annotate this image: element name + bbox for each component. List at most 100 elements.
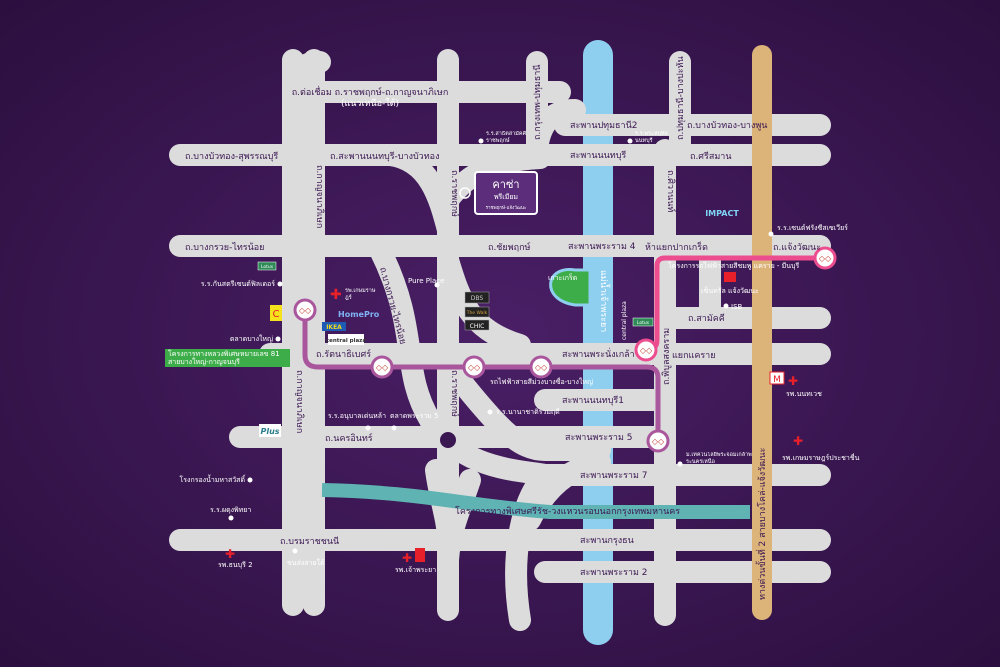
project-marker[interactable]: คาซ่า พรีเมียม ราชพฤกษ์-แจ้งวัฒนะ bbox=[459, 171, 538, 215]
poi-label: รพ.เกษมราษฎร์ bbox=[345, 288, 376, 301]
poi-label: ร.ร.กันสตรีเซนต์ฟิลเดอร์ bbox=[201, 280, 275, 288]
lotus-logo bbox=[257, 261, 277, 271]
river-label: แม่น้ำเจ้าพระยา bbox=[598, 270, 611, 332]
route-label: สายบางใหญ่-กาญจนบุรี bbox=[168, 357, 240, 366]
plus-logo: Plus bbox=[260, 427, 279, 436]
route-labels: โครงการทางหลวงพิเศษหมายเลข 81 สายบางใหญ่… bbox=[168, 261, 799, 517]
road-label: แยกแคราย bbox=[672, 351, 716, 361]
road-label: สะพานนนทบุรี bbox=[570, 150, 626, 161]
road-label: สะพานพระราม 4 bbox=[568, 242, 636, 252]
svg-text:◇◇: ◇◇ bbox=[299, 306, 312, 315]
road-label: สะพานพระราม 5 bbox=[565, 433, 632, 443]
road-label: ถ.ราชพฤกษ์ bbox=[449, 170, 461, 217]
station-icon: ◇◇ bbox=[634, 338, 658, 362]
route-label: รถไฟฟ้าสายสีม่วงบางซื่อ-บางใหญ่ bbox=[490, 377, 593, 386]
road-label: ถ.สามัคคี bbox=[688, 313, 725, 324]
ikea-logo: IKEA bbox=[326, 324, 342, 331]
station-icon: ◇◇ bbox=[462, 355, 486, 379]
station-icon: ◇◇ bbox=[646, 429, 670, 453]
road-label: ถ.บางบัวทอง-สุพรรณบุรี bbox=[185, 151, 278, 162]
makro-icon: M bbox=[773, 375, 781, 385]
points-of-interest: ร.ร.สาธิตสามัคคี ราชพฤกษ์ ร.ร.พระหฤทัย น… bbox=[180, 131, 860, 574]
road-label: ถ.บรมราชชนนี bbox=[280, 536, 339, 547]
road-label: ถ.แจ้งวัฒนะ bbox=[773, 242, 821, 253]
road-label: ถ.กรุงเทพ-ปทุมธานี bbox=[532, 65, 543, 140]
poi-label: ม.เทคโนโลยีพระจอมเกล้าพระนครเหนือ bbox=[686, 452, 752, 465]
teal-expressway-route bbox=[321, 483, 750, 519]
road-label: ถ.บางบัวทอง-บางพูน bbox=[687, 121, 767, 131]
hospital-icon: ✚ bbox=[788, 374, 798, 388]
road-label: ถ.ปทุมธานี-บางปะหัน bbox=[675, 56, 686, 140]
road-label: ถ.กาญจนาภิเษก bbox=[314, 165, 325, 228]
road-label: สะพานพระนั่งเกล้า bbox=[562, 347, 635, 360]
svg-text:◇◇: ◇◇ bbox=[376, 363, 389, 372]
road-label: ถ.บางกรวย-ไทรน้อย bbox=[185, 242, 264, 253]
poi-label: รพ.นนทเวช bbox=[786, 390, 822, 398]
poi-label: Pure Place bbox=[408, 277, 444, 285]
route-label: โครงการทางหลวงพิเศษหมายเลข 81 bbox=[168, 349, 280, 358]
road-label: ถ.กาญจนาภิเษก bbox=[294, 370, 305, 433]
road-label: ถ.ชัยพฤกษ์ bbox=[488, 241, 531, 253]
poi-label: ร.ร.อนุบาลเด่นหล้า bbox=[328, 412, 386, 420]
poi-label: เกาะเกร็ด bbox=[548, 273, 577, 282]
road-label: สะพานพระราม 7 bbox=[580, 471, 647, 481]
road-labels: ถ.ต่อเชื่อม ถ.ราชพฤกษ์-ถ.กาญจนาภิเษก (แน… bbox=[185, 56, 821, 600]
poi-label: ISB bbox=[731, 303, 743, 311]
road-label: ถ.พิบูลสงคราม bbox=[661, 328, 672, 385]
lotus-logo: Lotus bbox=[637, 320, 650, 326]
road-label: ถ.ศิวานนท์ bbox=[665, 170, 677, 212]
station-icon: ◇◇ bbox=[529, 355, 553, 379]
dbs-logo: DBS bbox=[471, 295, 484, 302]
poi-label: ร.ร.ผดุงพิทยา bbox=[210, 506, 251, 514]
project-name-2: พรีเมียม bbox=[494, 193, 518, 201]
road-label: สะพานปทุมธานี2 bbox=[570, 120, 637, 131]
project-subtitle: ราชพฤกษ์-แจ้งวัฒนะ bbox=[486, 204, 527, 211]
station-icon: ◇◇ bbox=[813, 246, 837, 270]
train-stations: ◇◇ ◇◇ ◇◇ ◇◇ ◇◇ ◇◇ ◇◇ bbox=[293, 246, 837, 453]
poi-label: ร.ร.สาธิตสามัคคี ราชพฤกษ์ bbox=[486, 131, 527, 144]
ko-kret-island bbox=[549, 268, 592, 307]
svg-text:◇◇: ◇◇ bbox=[468, 363, 481, 372]
svg-text:C: C bbox=[273, 309, 280, 320]
homepro-logo: HomePro bbox=[338, 310, 380, 319]
central-rattana-logo: central plaza bbox=[621, 301, 628, 340]
road-label: ถ.รัตนาธิเบศร์ bbox=[316, 348, 371, 360]
roads bbox=[169, 49, 831, 631]
bigc-logo bbox=[270, 305, 282, 321]
route-label: โครงการทางพิเศษศรีรัช-วงแหวนรอบนอกกรุงเท… bbox=[455, 506, 680, 517]
poi-label: ตลาดบางใหญ่ bbox=[230, 334, 273, 343]
road-label: สะพานนนทบุรี1 bbox=[562, 395, 624, 406]
poi-label: ร.ร.นานาชาติรวมฤดี bbox=[496, 408, 560, 416]
road-label: ถ.ศรีสมาน bbox=[690, 151, 732, 162]
hospital-icon: ✚ bbox=[330, 287, 342, 303]
svg-text:Lotus: Lotus bbox=[261, 264, 274, 270]
road-label: ห้าแยกปากเกร็ด bbox=[645, 240, 708, 253]
road-label: ถ.นครอินทร์ bbox=[325, 432, 373, 444]
hospital-icon: ✚ bbox=[225, 547, 235, 561]
poi-label: ขนส่งสายใต้ bbox=[287, 558, 325, 567]
impact-logo: IMPACT bbox=[705, 209, 739, 218]
the-walk-logo: The Walk bbox=[466, 310, 488, 316]
road-label: (แนวเหนือ-ใต้) bbox=[341, 98, 399, 109]
svg-text:◇◇: ◇◇ bbox=[652, 437, 665, 446]
plus-box bbox=[259, 424, 281, 437]
station-icon: ◇◇ bbox=[370, 355, 394, 379]
central-logo bbox=[415, 548, 425, 562]
centralplaza-box bbox=[328, 334, 364, 345]
roundabout bbox=[440, 432, 456, 448]
hospital-icon: ✚ bbox=[793, 434, 803, 448]
poi-label: โรงกรองน้ำมหาสวัสดิ์ bbox=[180, 473, 247, 484]
road-label: ถ.สะพานนนทบุรี-บางบัวทอง bbox=[330, 151, 439, 162]
poi-label: รพ.ธนบุรี 2 bbox=[218, 561, 253, 569]
poi-label: เซ็นทรัล แจ้งวัฒนะ bbox=[701, 286, 759, 295]
project-name: คาซ่า bbox=[492, 178, 519, 191]
hospital-icon: ✚ bbox=[402, 551, 412, 565]
svg-text:◇◇: ◇◇ bbox=[535, 363, 548, 372]
svg-text:◇◇: ◇◇ bbox=[819, 254, 832, 263]
poi-label: ตลาดพระราม 5 bbox=[390, 412, 438, 420]
ikea-box bbox=[322, 322, 346, 331]
centralplaza-logo: central plaza bbox=[326, 338, 366, 344]
poi-label: ร.ร.พระหฤทัย นนทบุรี bbox=[635, 131, 668, 144]
road-label: ทางด่วนขั้นที่ 2 สายบางโคล่-แจ้งวัฒนะ bbox=[755, 447, 768, 600]
